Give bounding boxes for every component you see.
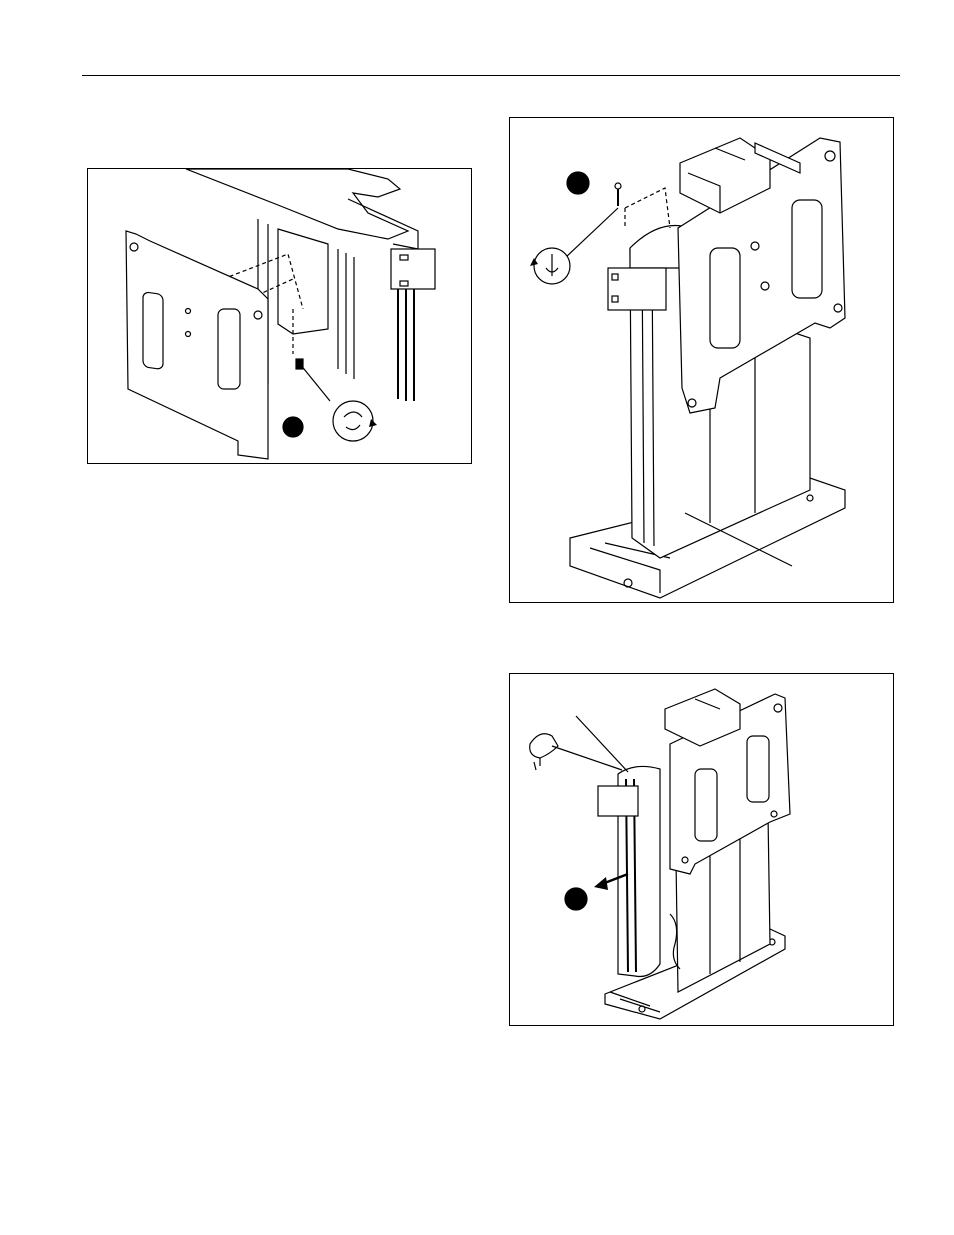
figure-column-cover-pull xyxy=(509,673,894,1026)
figure-2-drawing xyxy=(510,118,895,604)
step-callout-3 xyxy=(565,888,587,910)
hand-pull-icon xyxy=(530,734,622,770)
figure-3-drawing xyxy=(510,674,895,1027)
step-callout-2 xyxy=(567,172,589,194)
screwdriver-rotate-icon xyxy=(530,248,570,284)
wrench-rotate-icon xyxy=(333,401,377,441)
figure-column-cover-remove xyxy=(509,117,894,603)
step-callout-1 xyxy=(283,417,303,437)
figure-mounting-plate-attach xyxy=(87,168,472,464)
figure-1-drawing xyxy=(88,169,473,465)
header-rule xyxy=(82,75,900,76)
